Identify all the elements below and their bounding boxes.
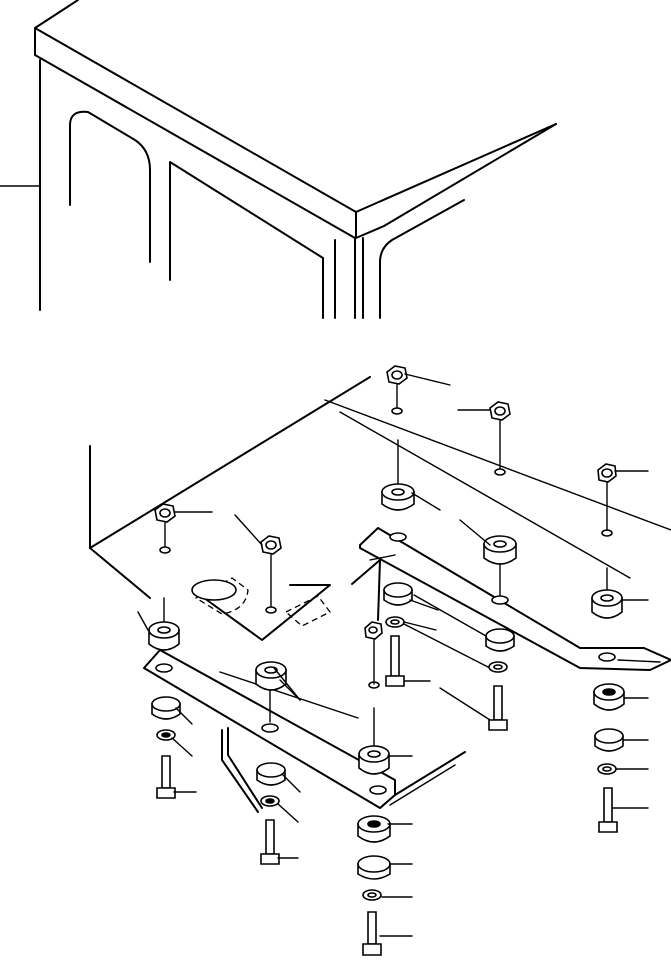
bolt [385, 635, 405, 687]
mount-bracket-right [351, 527, 671, 671]
rubber-mount-upper [483, 535, 517, 565]
fastener-stack-left-mid [256, 762, 286, 865]
rubber-mount-lower [383, 582, 413, 606]
lock-nut [364, 621, 383, 640]
rubber-mount-upper [358, 745, 390, 775]
cab-floor [89, 376, 671, 599]
fastener-stack-bottom [357, 815, 391, 956]
rubber-mount-upper [255, 661, 287, 691]
lock-nut [386, 365, 408, 385]
lock-nut [597, 463, 617, 483]
bolt [598, 787, 618, 833]
fastener-stack-mid [485, 628, 515, 731]
mount-holes [155, 407, 616, 795]
fastener-stack-center [383, 582, 413, 687]
callout-leaders [137, 373, 661, 937]
fastener-stack-right [593, 683, 625, 833]
rubber-mount-upper [381, 483, 415, 511]
bolt [362, 911, 382, 956]
rubber-mount-lower [485, 628, 515, 652]
lock-nut [260, 535, 282, 555]
fastener-stack-left [151, 696, 181, 799]
washer [362, 889, 382, 901]
rubber-mount-upper [148, 621, 180, 651]
rubber-mount-lower [593, 683, 625, 711]
washer [488, 661, 508, 673]
bolt [260, 819, 280, 865]
lock-nut [154, 503, 176, 523]
rubber-mount-lower [594, 728, 624, 752]
washer [260, 795, 280, 807]
rubber-mount-lower [357, 855, 391, 880]
mount-bracket-left [143, 577, 466, 813]
assembly-center-lines [163, 384, 608, 747]
rubber-mount-lower [256, 762, 286, 786]
washer [597, 763, 617, 775]
upper-rubber-mounts [148, 483, 623, 775]
rubber-mount-lower [151, 696, 181, 720]
lock-nut [489, 401, 511, 421]
rubber-mount-upper [591, 589, 623, 619]
cab [0, 0, 557, 319]
bolt [156, 755, 176, 799]
washer [385, 616, 405, 628]
washer [156, 729, 176, 741]
rubber-mount-lower [357, 815, 391, 843]
bolt [488, 685, 508, 731]
lock-nuts [154, 365, 617, 640]
